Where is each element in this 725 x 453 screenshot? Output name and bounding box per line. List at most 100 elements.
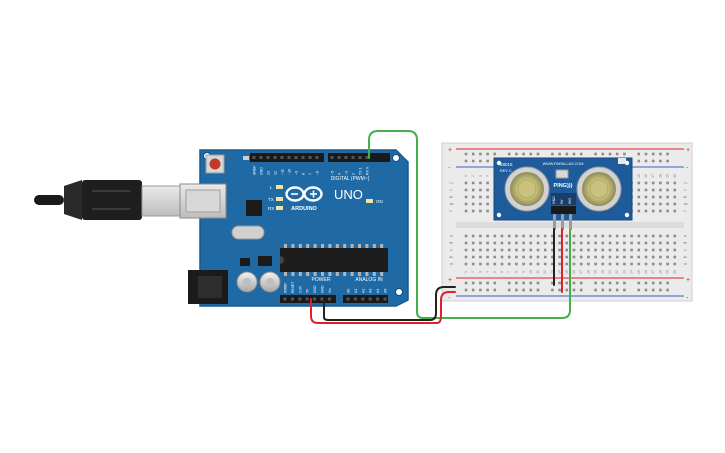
power-pin[interactable]	[320, 297, 324, 301]
header-pin[interactable]	[273, 156, 277, 159]
header-pin[interactable]	[351, 156, 355, 159]
rail-hole	[558, 288, 561, 292]
rail-hole	[464, 288, 468, 292]
row-letter: c	[449, 248, 454, 251]
header-pin[interactable]	[358, 156, 362, 159]
breadboard-hole	[565, 234, 569, 238]
rail-hole	[565, 281, 569, 285]
power-pin[interactable]	[298, 297, 302, 301]
breadboard-hole	[659, 209, 662, 213]
breadboard-hole	[666, 209, 669, 213]
analog-header[interactable]	[343, 295, 388, 303]
breadboard-hole	[493, 241, 497, 245]
breadboard-hole	[464, 209, 468, 213]
breadboard-hole	[601, 241, 605, 245]
row-letter: f	[449, 210, 454, 212]
digital-pin-label: ~10	[288, 169, 292, 175]
wires[interactable]	[310, 130, 571, 324]
analog-pin[interactable]	[383, 297, 387, 301]
mounting-hole	[392, 154, 400, 162]
ic-pin	[291, 272, 295, 276]
sensor-pin-box	[551, 193, 576, 205]
header-pin[interactable]	[365, 156, 369, 159]
header-pin[interactable]	[287, 156, 291, 159]
model-label: UNO	[334, 187, 363, 202]
header-pin[interactable]	[315, 156, 319, 159]
analog-pin[interactable]	[368, 297, 372, 301]
transducer-left	[504, 166, 550, 212]
header-pin[interactable]	[344, 156, 348, 159]
ic-pin	[291, 244, 295, 248]
analog-pin[interactable]	[376, 297, 380, 301]
sensor-name-label: PING)))	[554, 183, 573, 189]
power-pin-label: 5V	[306, 288, 310, 293]
led-label-l: L	[270, 185, 273, 190]
ic-pin	[284, 244, 287, 248]
rail-minus-sign: -	[686, 165, 689, 172]
breadboard-hole	[515, 234, 518, 238]
analog-pin[interactable]	[346, 297, 350, 301]
breadboard-hole	[572, 234, 576, 238]
column-number: 26	[644, 174, 648, 178]
header-pin[interactable]	[330, 156, 334, 159]
breadboard-hole	[479, 188, 482, 192]
header-pin[interactable]	[266, 156, 270, 159]
on-label: ON	[376, 199, 383, 204]
crystal-oscillator	[231, 225, 265, 240]
breadboard-hole	[673, 209, 677, 213]
breadboard-hole	[464, 255, 468, 259]
header-pin[interactable]	[301, 156, 305, 159]
analog-pin[interactable]	[353, 297, 357, 301]
column-number: 30	[673, 174, 677, 178]
breadboard-hole	[471, 262, 475, 266]
power-pin[interactable]	[313, 297, 317, 301]
power-pin-label: GND	[321, 285, 325, 293]
header-pin[interactable]	[337, 156, 341, 159]
ic-pin	[343, 244, 347, 248]
row-letter: h	[449, 195, 454, 198]
power-header[interactable]	[280, 295, 336, 303]
rail-hole	[536, 288, 540, 292]
sensor-pin-label-gnd: GND	[552, 196, 556, 204]
column-number: 21	[608, 270, 612, 274]
breadboard-hole	[623, 248, 626, 252]
rail-hole	[479, 288, 482, 292]
breadboard-hole	[608, 234, 612, 238]
breadboard-hole	[637, 195, 641, 199]
ic-pin	[328, 272, 332, 276]
breadboard-hole	[464, 202, 468, 206]
power-pin[interactable]	[290, 297, 294, 301]
analog-pin[interactable]	[361, 297, 365, 301]
digital-pin-label: 7	[309, 173, 313, 175]
breadboard-hole	[486, 181, 489, 185]
breadboard-hole	[486, 209, 489, 213]
power-pin[interactable]	[327, 297, 331, 301]
power-pin[interactable]	[305, 297, 309, 301]
power-pin[interactable]	[283, 297, 287, 301]
rail-hole	[666, 288, 669, 292]
breadboard-hole	[608, 248, 612, 252]
breadboard-hole	[486, 234, 489, 238]
breadboard-hole	[486, 188, 489, 192]
ping-ultrasonic-sensor[interactable]: 28015 REV C WWW.PARALLAX.COM PING))) GND…	[493, 157, 633, 230]
header-pin[interactable]	[259, 156, 263, 159]
header-pin[interactable]	[252, 156, 256, 159]
breadboard-hole	[630, 234, 633, 238]
digital-header[interactable]	[250, 153, 390, 162]
transducer-right	[576, 166, 622, 212]
breadboard-hole	[587, 262, 590, 266]
header-pin[interactable]	[308, 156, 312, 159]
breadboard-hole	[673, 248, 677, 252]
row-letter: g	[683, 202, 688, 205]
breadboard-hole	[479, 241, 482, 245]
mounting-hole	[395, 288, 403, 296]
column-number: 5	[493, 271, 497, 273]
header-pin[interactable]	[294, 156, 298, 159]
rail-hole	[493, 281, 497, 285]
breadboard-hole	[637, 248, 641, 252]
header-pin[interactable]	[280, 156, 284, 159]
